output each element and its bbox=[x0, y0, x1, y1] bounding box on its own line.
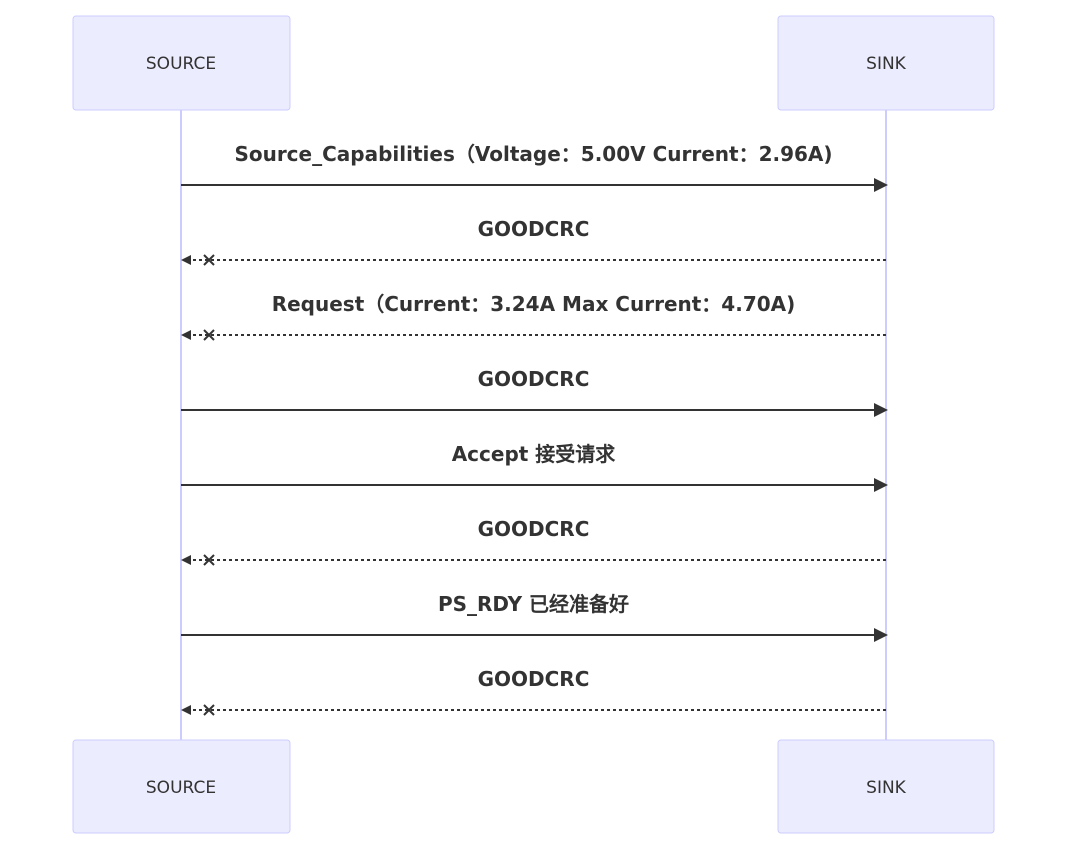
message-label: Source_Capabilities（Voltage：5.00V Curren… bbox=[234, 142, 832, 166]
arrowhead bbox=[874, 478, 888, 492]
message: GOODCRC bbox=[181, 217, 886, 266]
message-label: GOODCRC bbox=[478, 217, 590, 241]
message: Accept 接受请求 bbox=[181, 442, 888, 492]
participant-label: SOURCE bbox=[146, 778, 216, 798]
participant-label: SINK bbox=[866, 778, 907, 798]
message: PS_RDY 已经准备好 bbox=[181, 592, 888, 642]
cross-marker bbox=[203, 329, 215, 341]
participant-sink-top: SINK bbox=[777, 15, 995, 111]
message-label: GOODCRC bbox=[478, 667, 590, 691]
cross-marker bbox=[203, 254, 215, 266]
participant-source-bottom: SOURCE bbox=[72, 739, 291, 834]
message: Request（Current：3.24A Max Current：4.70A) bbox=[181, 292, 886, 341]
message: GOODCRC bbox=[181, 367, 888, 417]
message-label: GOODCRC bbox=[478, 367, 590, 391]
arrowhead bbox=[181, 555, 191, 565]
arrowhead bbox=[874, 628, 888, 642]
message-label: Accept 接受请求 bbox=[452, 442, 617, 466]
participant-source-top: SOURCE bbox=[72, 15, 291, 111]
message-label: GOODCRC bbox=[478, 517, 590, 541]
cross-marker bbox=[203, 704, 215, 716]
message: GOODCRC bbox=[181, 667, 886, 716]
message-label: Request（Current：3.24A Max Current：4.70A) bbox=[272, 292, 796, 316]
message: GOODCRC bbox=[181, 517, 886, 566]
cross-marker bbox=[203, 554, 215, 566]
messages: Source_Capabilities（Voltage：5.00V Curren… bbox=[181, 142, 888, 716]
message-label: PS_RDY 已经准备好 bbox=[438, 592, 629, 616]
participant-label: SINK bbox=[866, 54, 907, 74]
arrowhead bbox=[874, 178, 888, 192]
arrowhead bbox=[874, 403, 888, 417]
participant-sink-bottom: SINK bbox=[777, 739, 995, 834]
arrowhead bbox=[181, 705, 191, 715]
participant-label: SOURCE bbox=[146, 54, 216, 74]
message: Source_Capabilities（Voltage：5.00V Curren… bbox=[181, 142, 888, 192]
arrowhead bbox=[181, 330, 191, 340]
arrowhead bbox=[181, 255, 191, 265]
